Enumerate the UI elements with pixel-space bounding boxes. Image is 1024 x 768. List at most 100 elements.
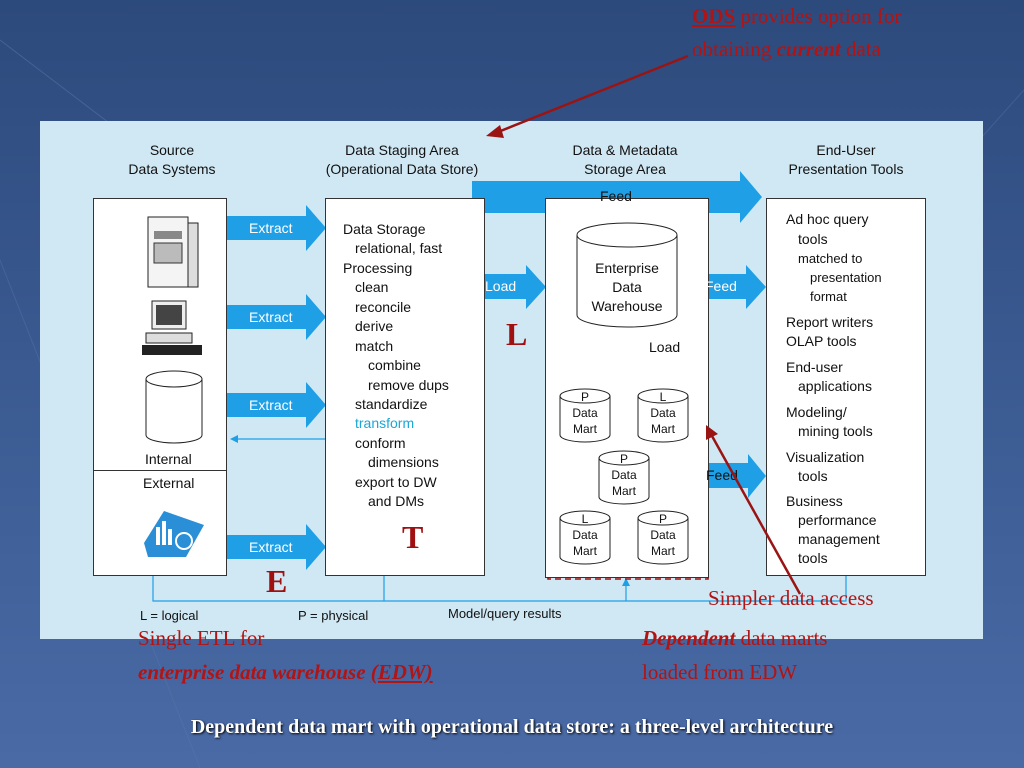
header-enduser-l2: Presentation Tools bbox=[788, 161, 904, 177]
staging-item-0: Data Storage bbox=[343, 221, 426, 237]
staging-item-5: derive bbox=[355, 318, 394, 334]
internal-label: Internal bbox=[145, 451, 192, 467]
enduser-item-0: Ad hoc query bbox=[786, 211, 869, 227]
enduser-item-10: mining tools bbox=[798, 423, 873, 439]
staging-item-10: transform bbox=[355, 415, 415, 431]
enduser-item-14: performance bbox=[798, 512, 877, 528]
header-enduser: End-User Presentation Tools bbox=[766, 141, 926, 179]
enduser-item-5: Report writers bbox=[786, 314, 874, 330]
dependent-line1: Dependent data marts bbox=[642, 624, 827, 652]
enduser-item-11: Visualization bbox=[786, 449, 865, 465]
single-etl-line2: enterprise data warehouse (EDW) bbox=[138, 658, 433, 686]
staging-item-7: combine bbox=[368, 357, 421, 373]
warehouse-l2: Data bbox=[612, 279, 642, 295]
header-staging-l2: (Operational Data Store) bbox=[325, 161, 479, 177]
mart-l1: Data bbox=[572, 528, 598, 542]
enduser-item-1: tools bbox=[798, 231, 828, 247]
mart-l2: Mart bbox=[612, 484, 636, 498]
extract-arrow-2 bbox=[226, 294, 326, 340]
warehouse-l1: Enterprise bbox=[595, 260, 659, 276]
feed-label-2: Feed bbox=[706, 467, 738, 483]
extract-arrow-3 bbox=[226, 382, 326, 428]
external-label: External bbox=[143, 475, 195, 491]
enduser-item-8: applications bbox=[798, 378, 872, 394]
extract-label-3: Extract bbox=[249, 397, 293, 413]
enduser-item-16: tools bbox=[798, 550, 828, 566]
staging-item-8: remove dups bbox=[368, 377, 449, 393]
staging-item-2: Processing bbox=[343, 260, 413, 276]
enduser-item-4: format bbox=[810, 289, 847, 304]
letter-l: L bbox=[506, 316, 528, 352]
staging-item-3: clean bbox=[355, 279, 389, 295]
load-arrow-1 bbox=[472, 265, 546, 309]
source-systems-box: Internal External bbox=[93, 198, 227, 576]
enduser-item-2: matched to bbox=[798, 251, 863, 266]
ods-line2-b: data bbox=[840, 37, 881, 61]
mart-l1: Data bbox=[650, 406, 676, 420]
legend-physical: P = physical bbox=[298, 608, 369, 623]
staging-item-12: dimensions bbox=[368, 454, 439, 470]
source-divider bbox=[94, 470, 226, 471]
single-etl-edw: (EDW) bbox=[370, 660, 433, 684]
extract-label-4: Extract bbox=[249, 539, 293, 555]
server-icon bbox=[147, 216, 199, 288]
simpler-access-annotation: Simpler data access bbox=[708, 586, 874, 610]
mart-code: P bbox=[619, 452, 628, 466]
staging-item-9: standardize bbox=[355, 396, 428, 412]
mart-code: P bbox=[580, 390, 589, 404]
ods-rest: provides option for bbox=[735, 4, 902, 28]
load-label-1: Load bbox=[485, 278, 517, 294]
slide-caption: Dependent data mart with operational dat… bbox=[190, 716, 834, 738]
mart-code: L bbox=[581, 512, 589, 526]
ods-line2-em: current bbox=[776, 37, 841, 61]
header-storage: Data & Metadata Storage Area bbox=[545, 141, 705, 179]
mart-l2: Mart bbox=[573, 544, 597, 558]
dependent-line2: loaded from EDW bbox=[642, 660, 798, 684]
enduser-item-6: OLAP tools bbox=[786, 333, 857, 349]
dependent-rest: data marts bbox=[735, 626, 828, 650]
mart-l2: Mart bbox=[573, 422, 597, 436]
header-enduser-l1: End-User bbox=[816, 142, 876, 158]
warehouse-label: Enterprise Data Warehouse bbox=[577, 259, 677, 316]
header-storage-l2: Storage Area bbox=[584, 161, 666, 177]
database-icon bbox=[145, 370, 203, 444]
legend-model: Model/query results bbox=[448, 606, 562, 621]
ods-line2-a: obtaining bbox=[692, 37, 777, 61]
legend-logical: L = logical bbox=[140, 608, 199, 623]
warehouse-l3: Warehouse bbox=[591, 298, 663, 314]
warehouse-cylinder bbox=[576, 222, 678, 328]
diagram-panel: Source Data Systems Data Staging Area (O… bbox=[40, 121, 983, 639]
feed-arrow-1 bbox=[692, 265, 766, 309]
letter-t: T bbox=[402, 519, 424, 555]
header-staging: Data Staging Area (Operational Data Stor… bbox=[302, 141, 502, 179]
dependent-em: Dependent bbox=[642, 626, 736, 650]
staging-item-6: match bbox=[355, 338, 394, 354]
enduser-item-7: End-user bbox=[786, 359, 843, 375]
extract-label-1: Extract bbox=[249, 220, 293, 236]
enduser-item-12: tools bbox=[798, 468, 828, 484]
mart-l2: Mart bbox=[651, 544, 675, 558]
ods-annotation-line2: obtaining current data bbox=[692, 35, 881, 63]
enduser-item-3: presentation bbox=[810, 270, 882, 285]
header-storage-l1: Data & Metadata bbox=[572, 142, 678, 158]
chart-icon bbox=[144, 511, 204, 557]
letter-e: E bbox=[266, 563, 288, 599]
extract-arrow-1 bbox=[226, 205, 326, 251]
staging-area-box bbox=[325, 198, 485, 576]
enduser-item-9: Modeling/ bbox=[786, 404, 847, 420]
staging-item-4: reconcile bbox=[355, 299, 412, 315]
extract-label-2: Extract bbox=[249, 309, 293, 325]
ods-annotation: ODS provides option for bbox=[692, 2, 901, 30]
staging-item-13: export to DW bbox=[355, 474, 437, 490]
enduser-item-15: management bbox=[798, 531, 880, 547]
feed-label-1: Feed bbox=[705, 278, 737, 294]
mart-l1: Data bbox=[650, 528, 676, 542]
feed-label-top: Feed bbox=[600, 188, 632, 204]
header-staging-l1: Data Staging Area bbox=[345, 142, 459, 158]
staging-item-11: conform bbox=[355, 435, 406, 451]
load-label-down: Load bbox=[649, 339, 681, 355]
computer-icon bbox=[142, 300, 202, 355]
